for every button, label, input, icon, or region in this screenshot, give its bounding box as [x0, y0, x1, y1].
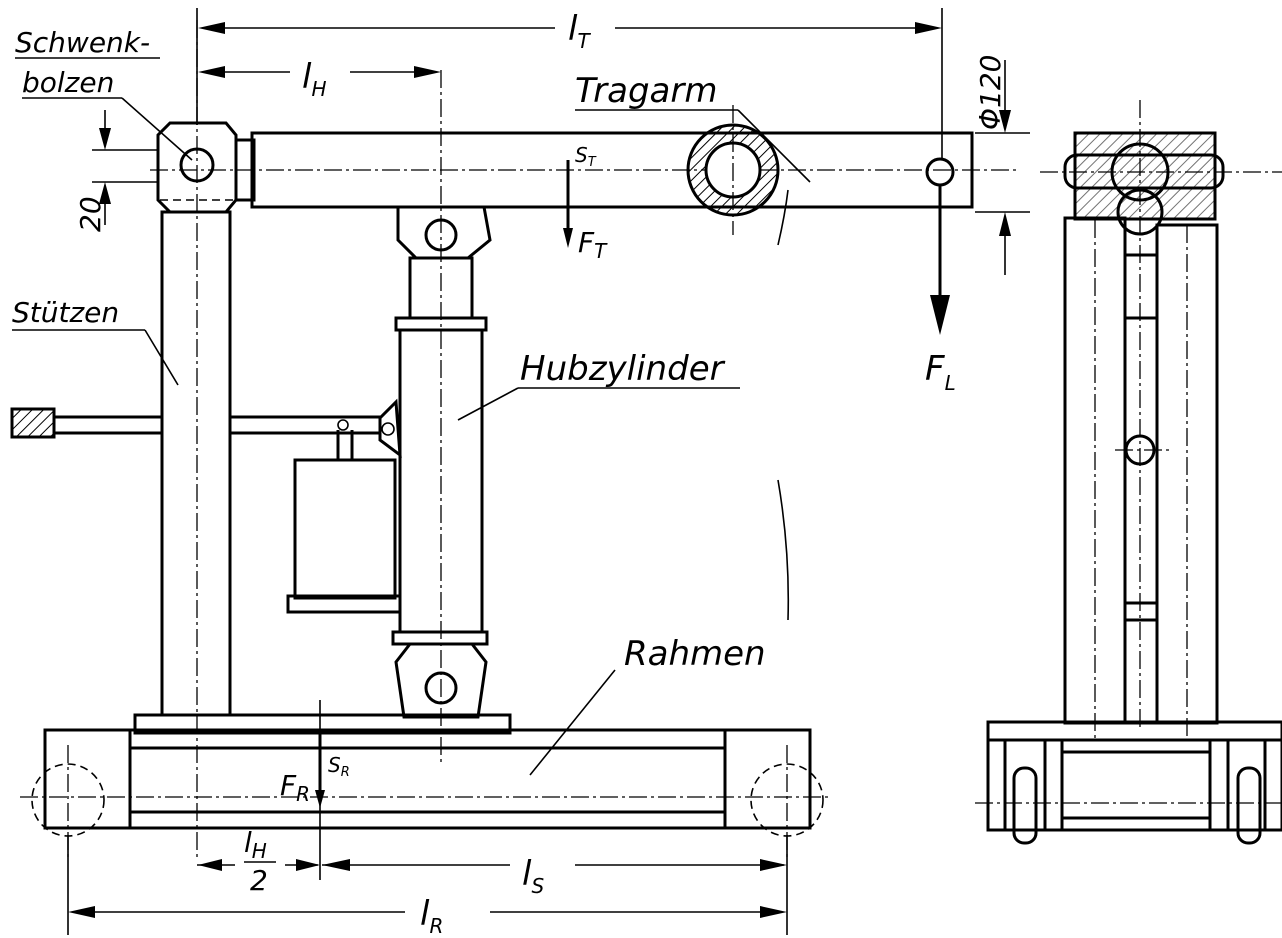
- label-l-h: lH: [302, 57, 327, 101]
- dimension-l-s: lS: [322, 854, 787, 898]
- label-stuetzen: Stützen: [12, 296, 119, 329]
- label-l-h-half-den: 2: [250, 864, 268, 897]
- lift-cylinder-hubzylinder: [391, 70, 492, 765]
- dimension-l-h-half: lH 2: [197, 700, 321, 897]
- label-f-r: FR: [280, 769, 310, 806]
- label-l-s: lS: [522, 854, 544, 898]
- label-tragarm: Tragarm: [575, 71, 717, 111]
- label-schwenkbolzen-line2: bolzen: [22, 66, 114, 99]
- pivot-head: [156, 121, 256, 214]
- label-s-t: ST: [575, 143, 597, 170]
- hydraulic-pump: [286, 419, 402, 614]
- side-view: lT lH Φ120 20: [10, 8, 1030, 938]
- label-s-r: SR: [328, 753, 350, 780]
- label-schwenkbolzen-line1: Schwenk-: [15, 26, 150, 59]
- label-group-hubzylinder: Hubzylinder: [457, 349, 740, 421]
- dimension-offset: 20: [74, 110, 158, 232]
- dimension-l-h: lH: [198, 57, 441, 101]
- force-load: FL: [925, 185, 956, 395]
- label-rahmen: Rahmen: [624, 634, 766, 674]
- label-l-h-half-num: lH: [244, 826, 267, 863]
- label-group-schwenkbolzen: Schwenk- bolzen: [15, 26, 193, 161]
- label-diameter: Φ120: [974, 55, 1007, 130]
- label-group-rahmen: Rahmen: [624, 634, 766, 674]
- label-f-t: FT: [578, 226, 608, 263]
- force-frame: SR FR: [280, 730, 350, 808]
- label-offset: 20: [74, 196, 107, 232]
- label-group-tragarm: Tragarm: [575, 71, 811, 183]
- handle-bar: [10, 398, 402, 459]
- label-l-r: lR: [420, 894, 443, 938]
- label-hubzylinder: Hubzylinder: [520, 349, 726, 389]
- label-f-l: FL: [925, 349, 956, 395]
- label-l-t: lT: [568, 9, 591, 53]
- label-group-stuetzen: Stützen: [12, 296, 179, 386]
- frame-rahmen: [20, 669, 830, 860]
- force-boom: ST FT: [563, 143, 608, 263]
- boom-tragarm: [150, 105, 1020, 246]
- dimension-l-r: lR: [67, 835, 788, 938]
- dimension-l-t: lT: [196, 8, 943, 160]
- front-view: [975, 100, 1282, 845]
- dimension-diameter: Φ120: [974, 55, 1030, 275]
